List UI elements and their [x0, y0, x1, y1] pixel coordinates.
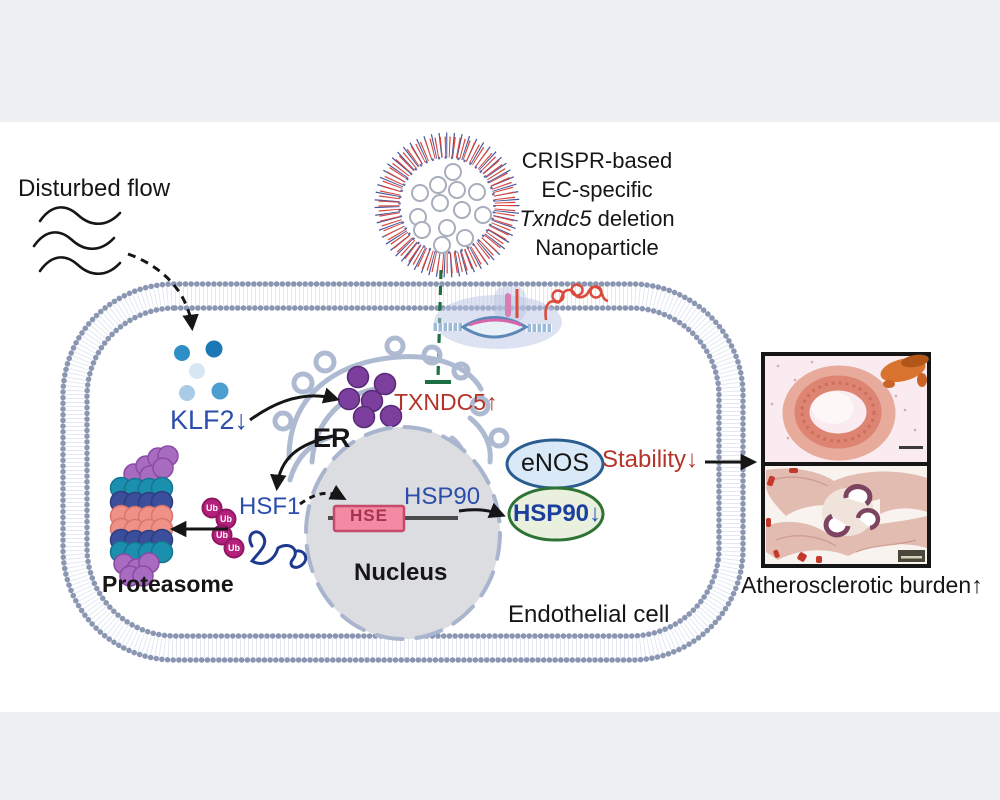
- stability-label: Stability↓: [602, 446, 699, 473]
- caption-line-2: EC-specific: [541, 177, 653, 202]
- endothelial-cell-label: Endothelial cell: [508, 601, 670, 628]
- hse-gene-icon: [328, 504, 458, 533]
- top-gray-band: [0, 0, 1000, 122]
- proteasome-icon: [109, 445, 179, 587]
- hsp90-oval-shape: [507, 486, 605, 542]
- er-icon: [272, 335, 510, 483]
- flow-waves-icon: [32, 206, 122, 276]
- aorta-oro-image: [761, 352, 931, 466]
- valve-cusps: [822, 484, 881, 538]
- proteasome-label: Proteasome: [102, 571, 234, 597]
- klf2-dots-icon: [174, 340, 229, 401]
- nanoparticle-caption: CRISPR-based EC-specific Txndc5 deletion…: [497, 146, 697, 262]
- txndc5-label: TXNDC5↑: [394, 389, 498, 415]
- nucleus-label: Nucleus: [354, 559, 448, 586]
- txndc5-gene-name: Txndc5: [519, 206, 592, 231]
- crispr-complex-icon: [432, 283, 609, 349]
- orange-plaque: [880, 354, 929, 388]
- caption-line-4: Nanoparticle: [535, 235, 659, 260]
- hsf1-label: HSF1: [239, 493, 301, 520]
- bottom-gray-band: [0, 712, 1000, 800]
- enos-label: eNOS: [520, 449, 590, 477]
- hsf1-to-hse-arrow: [299, 484, 347, 506]
- atherosclerotic-burden-label: Atherosclerotic burden↑: [741, 572, 983, 598]
- ub-label: Ub: [216, 530, 228, 540]
- down-arrow-icon: ↓: [589, 500, 602, 527]
- hsp90-gene-label: HSP90: [404, 483, 481, 510]
- gene-to-hsp90-arrow: [458, 502, 506, 519]
- histology-panels: [761, 352, 931, 568]
- aortic-root-image: [761, 462, 931, 568]
- up-arrow-icon: ↑: [971, 572, 983, 598]
- nucleus-icon: [304, 425, 502, 641]
- caption-line-3: Txndc5 deletion: [497, 204, 697, 233]
- down-arrow-icon: ↓: [234, 405, 249, 435]
- pathway-arrows: [169, 387, 758, 538]
- unfolded-protein-icon: [248, 530, 308, 569]
- ub-label: Ub: [228, 543, 240, 553]
- klf2-label: KLF2↓: [170, 405, 249, 435]
- hse-label: HSE: [350, 506, 388, 525]
- caption-line-3-rest: deletion: [591, 206, 675, 231]
- flow-to-cell-arrow: [127, 252, 199, 332]
- klf2-to-er-arrow: [249, 387, 340, 422]
- down-arrow-icon: ↓: [686, 446, 699, 473]
- ub-label: Ub: [220, 514, 232, 524]
- ub-label: Ub: [206, 503, 218, 513]
- disturbed-flow-label: Disturbed flow: [18, 175, 171, 202]
- er-label: ER: [313, 423, 351, 453]
- nanoparticle-icon: [374, 132, 520, 278]
- caption-line-1: CRISPR-based: [521, 148, 673, 173]
- up-arrow-icon: ↑: [486, 389, 498, 415]
- er-to-hsf1-arrow: [270, 434, 334, 492]
- txndc5-dots-icon: [337, 365, 403, 429]
- hsp90-protein-label: HSP90↓: [512, 500, 602, 527]
